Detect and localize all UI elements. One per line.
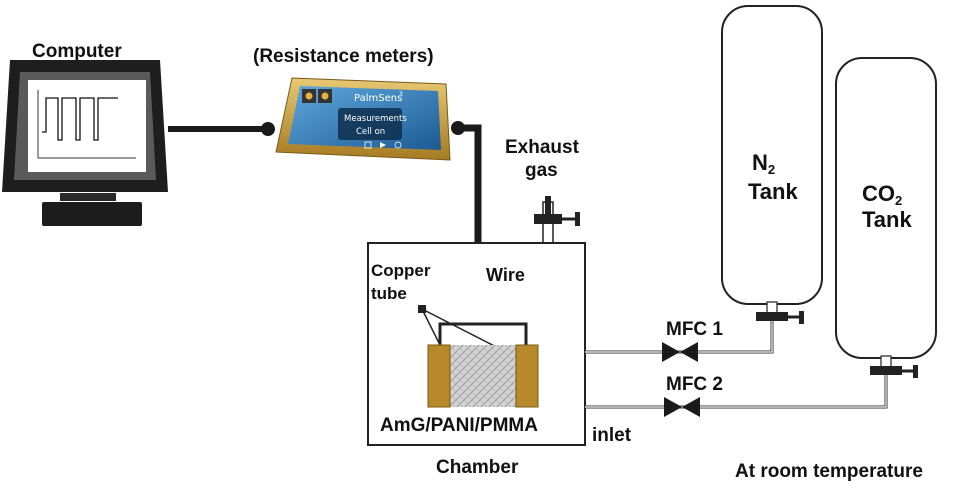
gas-line-n2 bbox=[585, 312, 774, 354]
mfc-valve-icon bbox=[664, 397, 700, 417]
device-brand: PalmSens bbox=[354, 93, 402, 104]
n2-subscript: 2 bbox=[768, 162, 775, 177]
copper-tube-label-line2: tube bbox=[371, 284, 407, 303]
inlet-label: inlet bbox=[592, 425, 632, 446]
n2-tank-label-line1: N2 bbox=[752, 150, 775, 177]
potentiostat-icon: PalmSens 3 Measurements Cell on bbox=[275, 77, 451, 161]
co2-tank-label-line2: Tank bbox=[862, 207, 912, 232]
valve-icon bbox=[534, 196, 580, 245]
gas-tank-icon bbox=[835, 57, 937, 378]
sensor-sample bbox=[427, 344, 539, 408]
n2-formula: N bbox=[752, 150, 768, 175]
electrode-wire-loop bbox=[438, 322, 528, 346]
gas-line-co2 bbox=[585, 368, 888, 409]
sample-label: AmG/PANI/PMMA bbox=[380, 415, 538, 436]
exhaust-label-line2: gas bbox=[525, 160, 558, 181]
monitor-icon bbox=[2, 60, 168, 226]
co2-tank-label-line1: CO2 bbox=[862, 181, 902, 208]
room-temperature-label: At room temperature bbox=[735, 461, 923, 482]
co2-subscript: 2 bbox=[895, 193, 902, 208]
mfc2-label: MFC 2 bbox=[666, 374, 723, 395]
computer-label: Computer bbox=[32, 41, 122, 62]
chamber-label: Chamber bbox=[436, 457, 519, 478]
gas-tank-icon bbox=[721, 5, 823, 324]
copper-tube-label-line1: Copper bbox=[371, 261, 431, 280]
device-screen-line1: Measurements bbox=[344, 114, 407, 124]
resistance-meters-label: (Resistance meters) bbox=[253, 46, 434, 67]
exhaust-label-line1: Exhaust bbox=[505, 137, 580, 158]
device-brand-sup: 3 bbox=[399, 91, 403, 98]
chamber-box bbox=[367, 242, 586, 446]
co2-formula: CO bbox=[862, 181, 895, 206]
mfc1-label: MFC 1 bbox=[666, 319, 723, 340]
n2-tank-label-line2: Tank bbox=[748, 179, 798, 204]
mfc-valve-icon bbox=[662, 342, 698, 362]
wire-label: Wire bbox=[486, 265, 525, 285]
device-screen-line2: Cell on bbox=[356, 127, 385, 137]
